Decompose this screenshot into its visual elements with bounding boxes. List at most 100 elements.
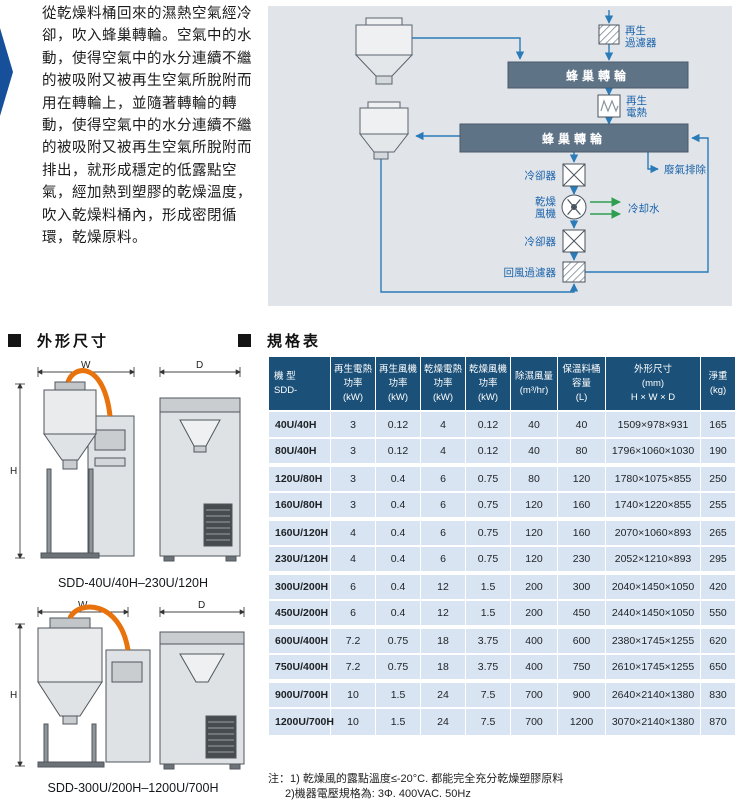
spec-value-cell: 6	[330, 599, 376, 628]
drying-hopper-top-icon	[354, 17, 414, 85]
spec-value-cell: 10	[330, 679, 376, 709]
cooler-top-label: 冷卻器	[525, 169, 557, 182]
model-cell: 900U/700H	[268, 679, 331, 709]
rotor-bottom-label: 蜂巢轉輪	[542, 131, 606, 146]
spec-value-cell: 10	[330, 707, 376, 736]
spec-column-header: 再生風機功率(kW)	[375, 356, 421, 412]
model-cell: 160U/120H	[268, 517, 331, 547]
spec-value-cell: 4	[420, 437, 466, 466]
spec-value-cell: 6	[330, 571, 376, 601]
spec-value-cell: 300	[557, 571, 606, 601]
spec-value-cell: 6	[420, 463, 466, 493]
cooler-top-icon	[562, 163, 586, 187]
spec-value-cell: 0.75	[465, 491, 511, 520]
spec-column-header: 除濕風量(m³/hr)	[510, 356, 558, 412]
regen-filter-icon	[598, 24, 620, 45]
dimension-lines	[15, 607, 246, 768]
spec-value-cell: 6	[420, 491, 466, 520]
hose-icon	[67, 604, 131, 651]
spec-value-cell: 400	[510, 653, 558, 682]
spec-value-cell: 230	[557, 545, 606, 574]
spec-value-cell: 6	[420, 545, 466, 574]
spec-value-cell: 0.75	[465, 463, 511, 493]
exhaust-label: 廢氣排除	[664, 163, 706, 176]
regen-filter-label: 再生	[625, 24, 646, 37]
spec-value-cell: 18	[420, 653, 466, 682]
spec-value-cell: 400	[510, 625, 558, 655]
model-cell: 80U/40H	[268, 437, 331, 466]
spec-value-cell: 18	[420, 625, 466, 655]
spec-value-cell: 450	[557, 599, 606, 628]
dry-blower-label: 乾燥	[535, 195, 556, 208]
dimensions-section-header: 外形尺寸	[8, 330, 109, 351]
spec-value-cell: 7.5	[465, 679, 511, 709]
machine-side-view	[159, 631, 245, 770]
spec-value-cell: 0.4	[375, 517, 421, 547]
spec-value-cell: 40	[510, 437, 558, 466]
drawing1-caption: SDD-40U/40H–230U/120H	[57, 576, 209, 590]
spec-value-cell: 0.12	[465, 410, 511, 439]
spec-value-cell: 2440×1450×1050	[605, 599, 701, 628]
spec-value-cell: 265	[700, 517, 736, 547]
cooler-bottom-icon	[562, 229, 586, 253]
spec-value-cell: 0.75	[465, 517, 511, 547]
spec-value-cell: 830	[700, 679, 736, 709]
spec-value-cell: 2610×1745×1255	[605, 653, 701, 682]
spec-value-cell: 3	[330, 491, 376, 520]
spec-value-cell: 420	[700, 571, 736, 601]
dry-blower-icon	[561, 194, 587, 220]
flow-pipes	[380, 10, 709, 293]
model-cell: 160U/80H	[268, 491, 331, 520]
spec-value-cell: 160	[557, 491, 606, 520]
spec-value-cell: 3.75	[465, 653, 511, 682]
spec-value-cell: 1.5	[465, 571, 511, 601]
spec-value-cell: 900	[557, 679, 606, 709]
machine-front-view	[37, 604, 151, 768]
regen-heater-icon	[597, 94, 621, 118]
spec-value-cell: 120	[510, 517, 558, 547]
spec-value-cell: 80	[510, 463, 558, 493]
spec-value-cell: 12	[420, 571, 466, 601]
spec-value-cell: 1740×1220×855	[605, 491, 701, 520]
spec-value-cell: 0.75	[375, 653, 421, 682]
spec-value-cell: 165	[700, 410, 736, 439]
spec-value-cell: 700	[510, 679, 558, 709]
rotor-top-label: 蜂巢轉輪	[566, 68, 630, 83]
spec-value-cell: 2070×1060×893	[605, 517, 701, 547]
note-1: 注：1) 乾燥風的露點溫度≤-20°C. 都能完全充分乾燥塑膠原料	[268, 773, 564, 785]
regen-heater-label: 電熱	[626, 106, 647, 119]
spec-value-cell: 120	[557, 463, 606, 493]
section-bullet	[8, 334, 21, 347]
dry-blower-label: 風機	[535, 207, 556, 220]
process-flow-diagram: 再生 過濾器 蜂巢轉輪 再生 電熱 蜂巢轉輪 廢氣排除 冷卻器	[354, 10, 709, 293]
honeycomb-rotor-bottom	[459, 123, 689, 153]
spec-value-cell: 7.2	[330, 653, 376, 682]
spec-value-cell: 2040×1450×1050	[605, 571, 701, 601]
spec-value-cell: 1.5	[375, 679, 421, 709]
specs-section-header: 規格表	[238, 330, 321, 351]
section-bullet	[238, 334, 251, 347]
spec-value-cell: 1.5	[375, 707, 421, 736]
spec-value-cell: 200	[510, 599, 558, 628]
spec-value-cell: 0.75	[375, 625, 421, 655]
spec-value-cell: 620	[700, 625, 736, 655]
dimensions-section-title: 外形尺寸	[37, 333, 110, 350]
spec-value-cell: 40	[510, 410, 558, 439]
dim-w-label: W	[81, 360, 91, 371]
spec-value-cell: 0.4	[375, 571, 421, 601]
spec-value-cell: 24	[420, 707, 466, 736]
model-cell: 1200U/700H	[268, 707, 334, 736]
note-2: 2)機器電壓規格為: 3Φ. 400VAC. 50Hz	[285, 788, 471, 800]
spec-column-header: 外形尺寸(mm)H × W × D	[605, 356, 701, 412]
